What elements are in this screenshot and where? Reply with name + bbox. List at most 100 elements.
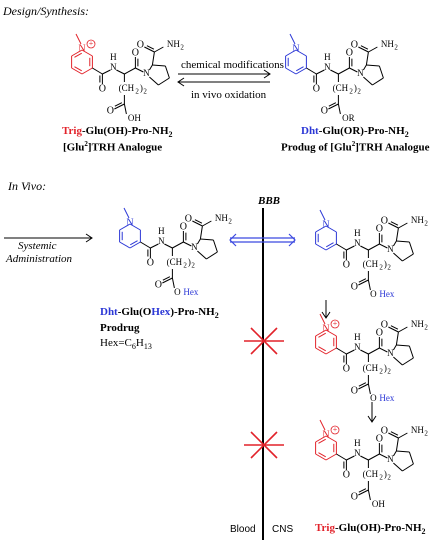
- caption-part-b: ]TRH Analogue: [87, 141, 163, 154]
- ester-oxygen: O: [351, 385, 358, 396]
- ring-nitrogen: N: [126, 217, 133, 228]
- hex-def-b: H: [135, 337, 144, 349]
- carbonyl-oxygen-2: O: [376, 223, 383, 234]
- proline-nitrogen: N: [143, 68, 150, 78]
- trh-analogue-caption: [Glu2]TRH Analogue: [63, 141, 162, 154]
- proline-nitrogen: N: [387, 244, 394, 254]
- amide-hydrogen: H: [354, 332, 361, 342]
- atom-subscript: 2: [357, 88, 361, 96]
- carbonyl-oxygen: O: [343, 469, 350, 480]
- ring-nitrogen: N: [322, 323, 329, 334]
- ester-o: O: [174, 287, 181, 297]
- ch2-group: (CH: [167, 257, 183, 267]
- equilibrium-arrows: [177, 69, 271, 87]
- carbonyl-oxygen-2: O: [180, 221, 187, 232]
- atom-subscript: 2: [424, 220, 428, 228]
- ring-nitrogen: N: [78, 43, 85, 54]
- carbonyl-oxygen: O: [99, 83, 106, 94]
- carbonyl-oxygen-2: O: [132, 47, 139, 58]
- ch2-close: ): [354, 83, 357, 93]
- hex-def-a: Hex=C: [100, 337, 132, 349]
- hex-definition: Hex=C6H13: [100, 338, 152, 351]
- proline-nitrogen: N: [387, 454, 394, 464]
- ch2-close: ): [188, 257, 191, 267]
- ester-oxygen: O: [351, 281, 358, 292]
- nh2-group: NH: [167, 39, 180, 49]
- prodrug-or-name: Dht-Glu(OR)-Pro-NH2: [301, 126, 409, 139]
- proline-nitrogen: N: [387, 348, 394, 358]
- amide-hydrogen: H: [354, 228, 361, 238]
- amide-oxygen: O: [381, 425, 388, 436]
- atom-subscript: 2: [379, 474, 383, 482]
- produg-sup: 2: [351, 140, 356, 148]
- prodrug-subscript: 2: [214, 311, 219, 321]
- nh2-group: NH: [411, 319, 424, 329]
- in-vivo-heading: In Vivo:: [8, 179, 47, 193]
- trig-label: Trig: [62, 125, 82, 137]
- chemical-modifications-label: chemical modifications: [181, 59, 284, 71]
- dht-prefix: Dht: [100, 306, 118, 318]
- prodrug-mid-2: )-Pro-NH: [170, 306, 215, 318]
- ch2-close: ): [140, 83, 143, 93]
- proline-nitrogen: N: [191, 242, 198, 252]
- dht-label: Dht: [301, 125, 319, 137]
- systemic-label: Systemic: [18, 240, 57, 252]
- amide-hydrogen: H: [354, 438, 361, 448]
- prodrug-or-caption: Produg of [Glu2]TRH Analogue: [281, 141, 429, 154]
- atom-subscript: 2: [424, 430, 428, 438]
- hex-def-sub1: 6: [131, 342, 136, 352]
- carbonyl-oxygen-2: O: [376, 433, 383, 444]
- ch2-group: (CH: [333, 83, 349, 93]
- hydroxyl-group: OH: [128, 113, 141, 123]
- amide-nitrogen: N: [110, 62, 117, 72]
- administration-label: Administration: [6, 253, 73, 265]
- hex-def-sub2: 13: [143, 342, 152, 352]
- amide-oxygen: O: [381, 215, 388, 226]
- prodrug-label: Prodrug: [100, 322, 140, 334]
- final-suffix: -Glu(OH)-Pro-NH: [334, 522, 422, 534]
- carbonyl-oxygen: O: [343, 363, 350, 374]
- trig-suffix: -Glu(OH)-Pro-NH: [81, 125, 169, 137]
- caption-sup: 2: [84, 140, 88, 148]
- hex-group: Hex: [379, 393, 394, 403]
- atom-subscript: 2: [379, 264, 383, 272]
- amide-nitrogen: N: [354, 342, 361, 352]
- atom-subscript: 2: [387, 474, 391, 482]
- administration-arrow: [4, 233, 93, 243]
- amide-oxygen: O: [351, 39, 358, 50]
- nh2-group: NH: [411, 215, 424, 225]
- ring-nitrogen: N: [292, 43, 299, 54]
- nh2-group: NH: [215, 213, 228, 223]
- amide-hydrogen: H: [110, 52, 117, 62]
- carbonyl-oxygen-2: O: [376, 327, 383, 338]
- metabolism-arrows: [321, 300, 377, 423]
- ester-oxygen: O: [107, 105, 114, 116]
- ch2-group: (CH: [363, 469, 379, 479]
- nh2-group: NH: [411, 425, 424, 435]
- or-group: OR: [342, 113, 355, 123]
- final-product-name: Trig-Glu(OH)-Pro-NH2: [315, 523, 426, 536]
- plus-charge: +: [89, 39, 94, 48]
- blocked-crossing-2: [244, 431, 284, 459]
- design-synthesis-heading: Design/Synthesis:: [3, 4, 89, 18]
- amide-nitrogen: N: [324, 62, 331, 72]
- atom-subscript: 2: [180, 44, 184, 52]
- carbonyl-oxygen: O: [313, 83, 320, 94]
- atom-subscript: 2: [387, 368, 391, 376]
- in-vivo-oxidation-label: in vivo oxidation: [191, 89, 267, 101]
- trig-subscript: 2: [168, 130, 173, 140]
- amide-hydrogen: H: [324, 52, 331, 62]
- atom-subscript: 2: [349, 88, 353, 96]
- nh2-group: NH: [381, 39, 394, 49]
- cns-label: CNS: [272, 524, 294, 535]
- ester-oxygen: O: [155, 279, 162, 290]
- produg-part-b: ]TRH Analogue: [355, 141, 430, 154]
- trh-analogue-name: Trig-Glu(OH)-Pro-NH2: [62, 126, 173, 139]
- amide-nitrogen: N: [354, 238, 361, 248]
